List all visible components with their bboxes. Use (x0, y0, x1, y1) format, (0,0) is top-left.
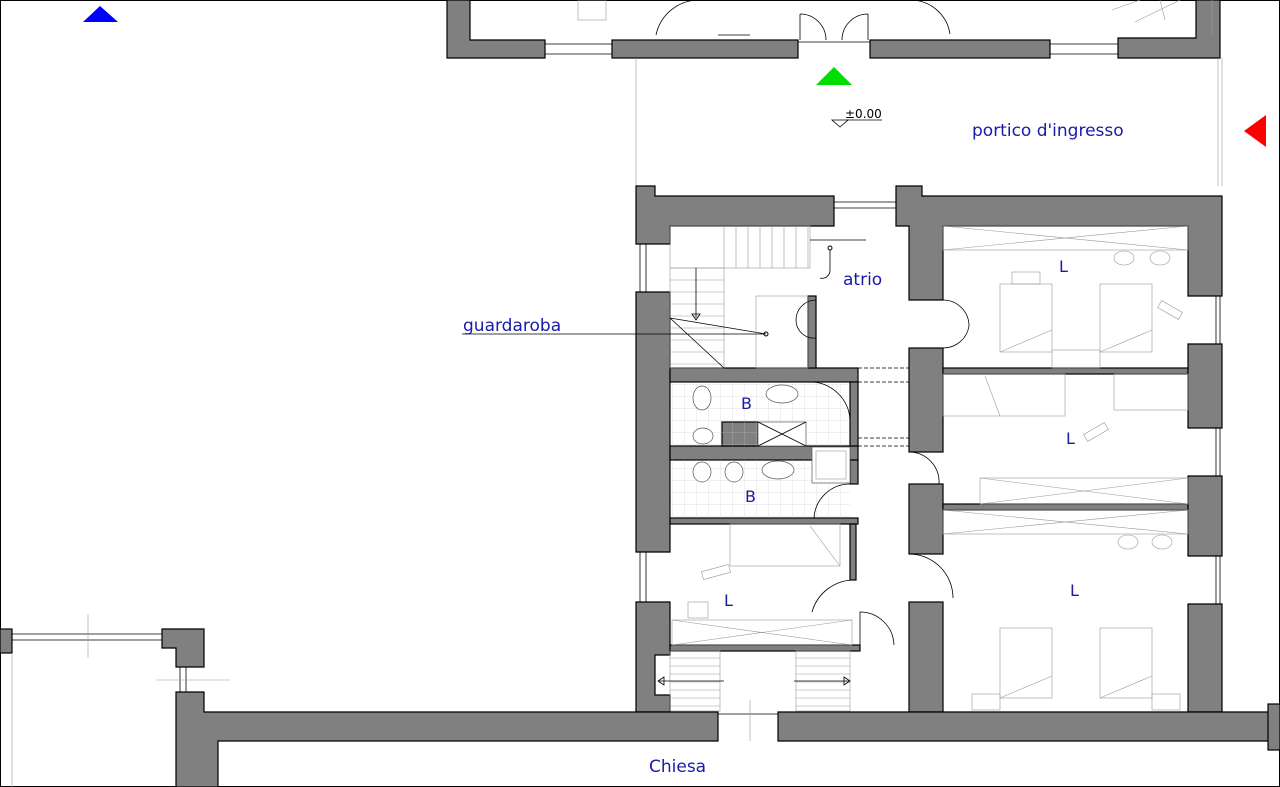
label-bath-upper: B (741, 394, 752, 413)
label-bedroom-left: L (724, 591, 733, 610)
upper-building (446, 0, 1221, 59)
section-marker-top-center-icon (816, 67, 852, 85)
label-bedroom-right-bottom: L (1070, 581, 1079, 600)
label-bedroom-right-mid: L (1066, 429, 1075, 448)
left-annex (0, 614, 230, 787)
section-marker-top-left-icon (83, 6, 118, 22)
label-chiesa: Chiesa (649, 757, 706, 777)
label-guardaroba: guardaroba (463, 316, 561, 336)
bathrooms (670, 381, 851, 519)
church-wall (175, 691, 1280, 787)
level-mark: ±0.00 (830, 107, 882, 128)
label-atrio: atrio (843, 270, 882, 290)
bottom-stairs (657, 650, 851, 712)
label-bedroom-right-top: L (1059, 257, 1068, 276)
level-mark-label: ±0.00 (845, 107, 882, 121)
label-bath-lower: B (745, 487, 756, 506)
main-building-walls (635, 185, 1223, 713)
bedrooms-right (908, 225, 1189, 711)
bedroom-left (671, 523, 895, 646)
section-marker-right-icon (1244, 115, 1266, 147)
label-portico: portico d'ingresso (972, 121, 1124, 141)
staircase (462, 225, 866, 369)
